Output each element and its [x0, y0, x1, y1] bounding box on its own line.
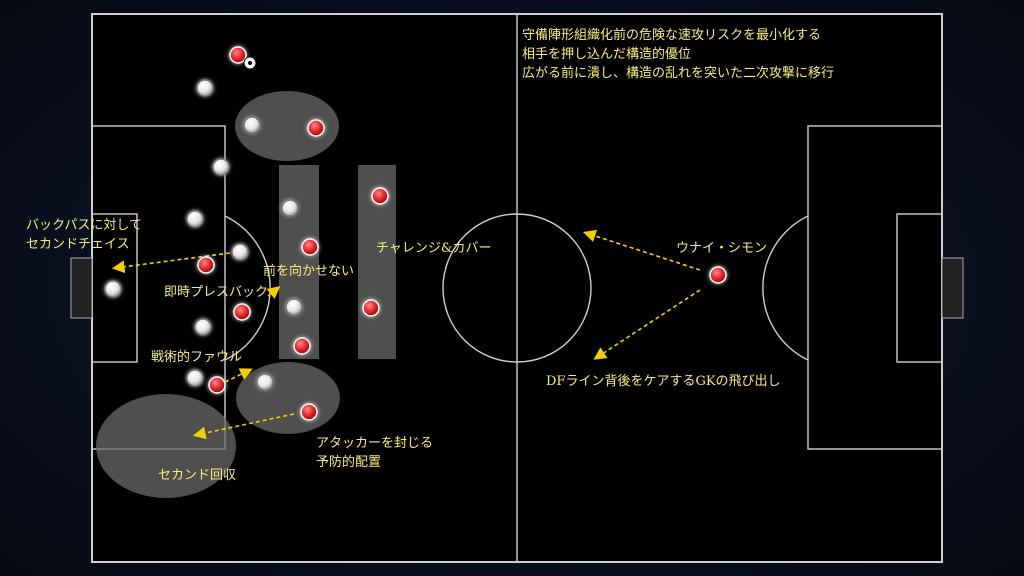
ball: [243, 56, 257, 70]
player-white[interactable]: [194, 318, 212, 336]
arrow-instant-press: [266, 286, 281, 299]
arrows: [111, 229, 701, 440]
label-challenge-cover: チャレンジ&カバー: [376, 241, 491, 256]
zone-second-recovery: [96, 394, 236, 498]
player-red[interactable]: [208, 376, 226, 394]
label-second-recovery: セカンド回収: [158, 468, 236, 483]
player-white-gk[interactable]: [104, 280, 122, 298]
label-seal-attacker: アタッカーを封じる: [316, 436, 433, 451]
player-red[interactable]: [300, 403, 318, 421]
player-red[interactable]: [371, 187, 389, 205]
label-back-pass: バックパスに対して: [26, 218, 142, 233]
player-white[interactable]: [243, 116, 261, 134]
label-preventive: 予防的配置: [316, 454, 381, 470]
player-white[interactable]: [281, 199, 299, 217]
arrow-tactical-foul: [224, 368, 253, 383]
label-tactical-foul: 戦術的ファウル: [151, 349, 242, 365]
zone-top-pair: [235, 91, 339, 161]
left-goal: [70, 257, 93, 319]
label-gk-name: ウナイ・シモン: [676, 241, 767, 256]
player-red[interactable]: [301, 238, 319, 256]
player-white[interactable]: [196, 79, 214, 97]
player-red[interactable]: [362, 299, 380, 317]
label-gk-role: DFライン背後をケアするGKの飛び出し: [546, 374, 781, 389]
headline-line-2: 相手を押し込んだ構造的優位: [522, 46, 691, 62]
label-second-chase: セカンドチェイス: [26, 237, 130, 252]
player-red[interactable]: [233, 303, 251, 321]
headline-line-1: 守備陣形組織化前の危険な速攻リスクを最小化する: [522, 27, 821, 43]
label-face-forward: 前を向かせない: [263, 263, 354, 279]
label-instant-press: 即時プレスバック: [164, 285, 268, 300]
player-red-ball-carrier[interactable]: [229, 46, 247, 64]
arrow-second-chase: [111, 252, 231, 274]
player-white[interactable]: [256, 373, 274, 391]
player-white[interactable]: [231, 243, 249, 261]
player-red[interactable]: [293, 337, 311, 355]
player-white[interactable]: [186, 210, 204, 228]
headline-line-3: 広がる前に潰し、構造の乱れを突いた二次攻撃に移行: [522, 65, 834, 81]
player-red[interactable]: [307, 119, 325, 137]
right-penalty-arc: [762, 215, 809, 361]
player-white[interactable]: [186, 369, 204, 387]
right-goal: [941, 257, 964, 319]
player-white[interactable]: [285, 298, 303, 316]
player-white[interactable]: [212, 158, 230, 176]
player-red[interactable]: [197, 256, 215, 274]
arrow-gk-top: [582, 229, 701, 271]
red-team: [197, 46, 727, 421]
white-team: [104, 79, 303, 391]
zone-column-left: [279, 165, 319, 359]
centre-circle: [442, 213, 592, 363]
arrow-second-recovery: [192, 413, 295, 440]
player-red-gk[interactable]: [709, 266, 727, 284]
